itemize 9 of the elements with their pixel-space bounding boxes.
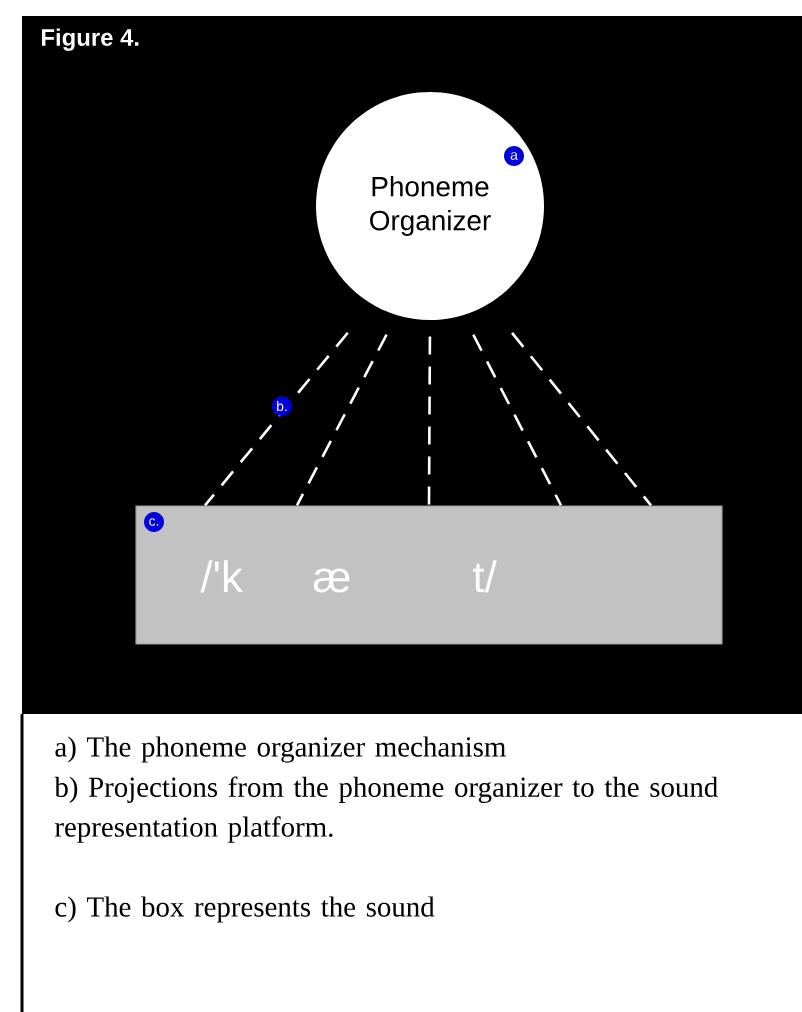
caption-text: a) The phoneme organizer mechanism [55,736,506,763]
dashed-line [427,336,432,506]
dashed-line [472,334,563,506]
figure-title: Figure 4. [42,28,139,51]
caption-text: c) The box represents the sound [55,896,435,923]
dashed-line [511,332,653,507]
dashed-line [295,333,388,506]
dashed-line [204,331,349,507]
caption-text: b) Projections from the phoneme organizer to the sound representation platform. [54,776,718,843]
